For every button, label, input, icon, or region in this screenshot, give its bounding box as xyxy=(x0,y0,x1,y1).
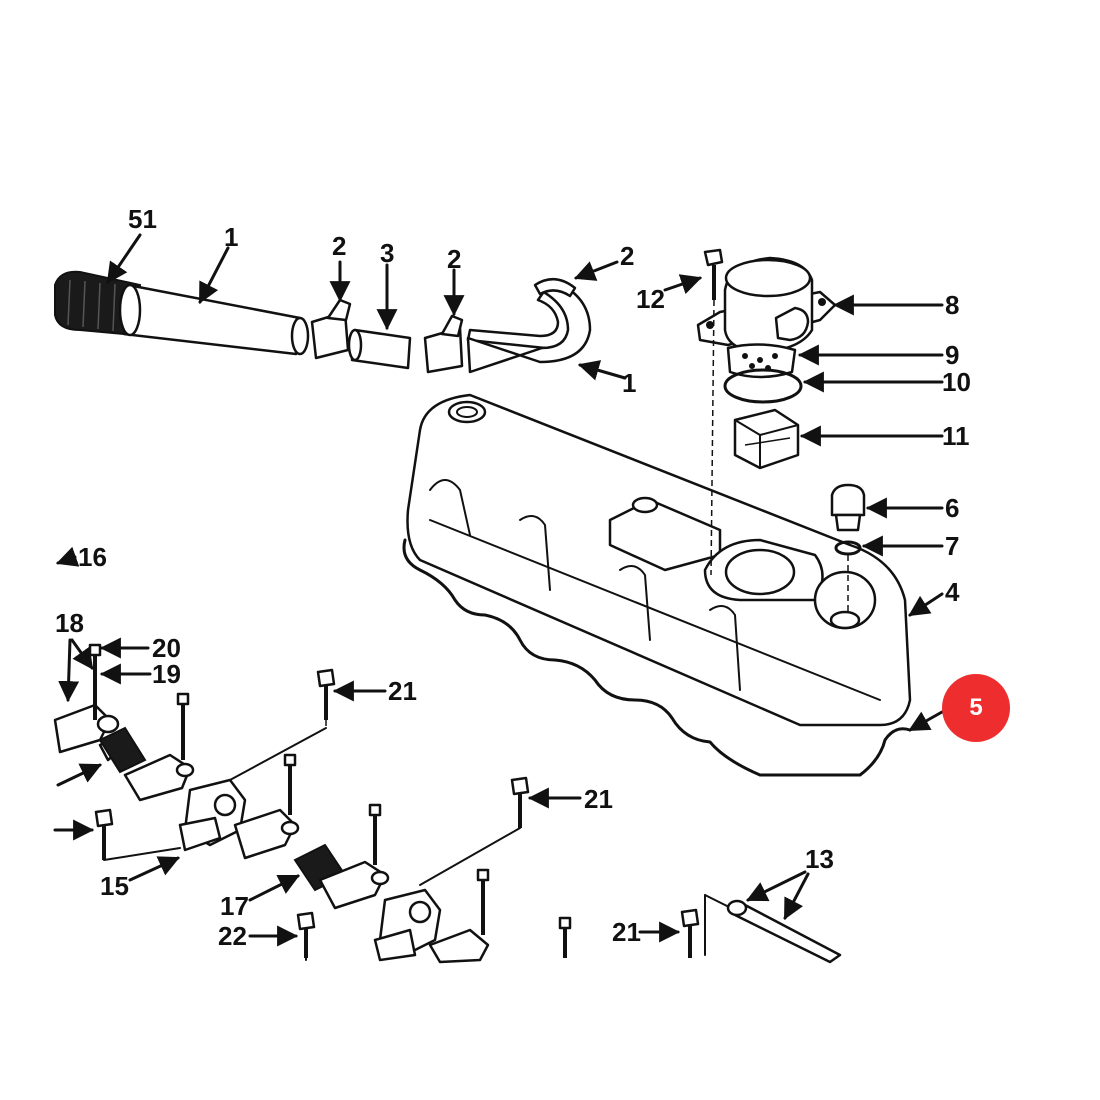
callout-16: 16 xyxy=(78,542,107,572)
callout-6: 6 xyxy=(945,493,959,523)
callout-15: 15 xyxy=(100,871,129,901)
bolt-part-12 xyxy=(703,248,724,300)
callout-1: 1 xyxy=(622,368,636,398)
callout-19: 19 xyxy=(152,659,181,689)
clamp-part-2-c xyxy=(533,278,577,298)
callout-4: 4 xyxy=(945,577,960,607)
gasket-part-5 xyxy=(402,538,912,777)
callout-2: 2 xyxy=(332,231,346,261)
filter-element-part-11 xyxy=(733,408,800,470)
callout-51: 51 xyxy=(128,204,157,234)
callout-13: 13 xyxy=(805,844,834,874)
clamp-part-2-b xyxy=(423,314,464,374)
callout-8: 8 xyxy=(945,290,959,320)
washer-part-7 xyxy=(834,540,862,556)
callout-20: 20 xyxy=(152,633,181,663)
plug-part-6 xyxy=(830,483,866,532)
screen-part-9 xyxy=(726,343,797,379)
callout-9: 9 xyxy=(945,340,959,370)
clamp-part-2-a xyxy=(310,298,352,360)
leader-arrows xyxy=(53,233,944,947)
rocker-assembly-left xyxy=(53,643,247,852)
hose-assembly xyxy=(54,270,592,374)
callout-10: 10 xyxy=(942,367,971,397)
callout-2: 2 xyxy=(447,244,461,274)
callout-labels: 51 1 2 3 2 2 12 8 1 9 10 11 6 7 4 16 18 … xyxy=(55,204,971,951)
hose-part-1-right xyxy=(466,283,592,374)
callout-1: 1 xyxy=(224,222,238,252)
callout-21: 21 xyxy=(388,676,417,706)
spring-part-17-a xyxy=(98,726,147,774)
callout-3: 3 xyxy=(380,238,394,268)
alignment-line-bolt-12 xyxy=(710,299,715,576)
breather-cap-part-8 xyxy=(696,256,837,354)
tube-part-3 xyxy=(347,328,412,370)
callout-12: 12 xyxy=(636,284,665,314)
shaft-part-13 xyxy=(726,899,842,964)
hose-part-1-left xyxy=(118,283,310,356)
callout-22: 22 xyxy=(218,921,247,951)
callout-11: 11 xyxy=(942,421,970,451)
callout-7: 7 xyxy=(945,531,959,561)
o-ring-part-10 xyxy=(723,368,803,404)
rocker-assembly-center xyxy=(233,753,572,964)
callout-badge-5: 5 xyxy=(942,674,1010,742)
valve-cover-part-4 xyxy=(406,393,912,727)
callout-21: 21 xyxy=(612,917,641,947)
callout-2: 2 xyxy=(620,241,634,271)
callout-17: 17 xyxy=(220,891,249,921)
callout-21: 21 xyxy=(584,784,613,814)
callout-18: 18 xyxy=(55,608,84,638)
